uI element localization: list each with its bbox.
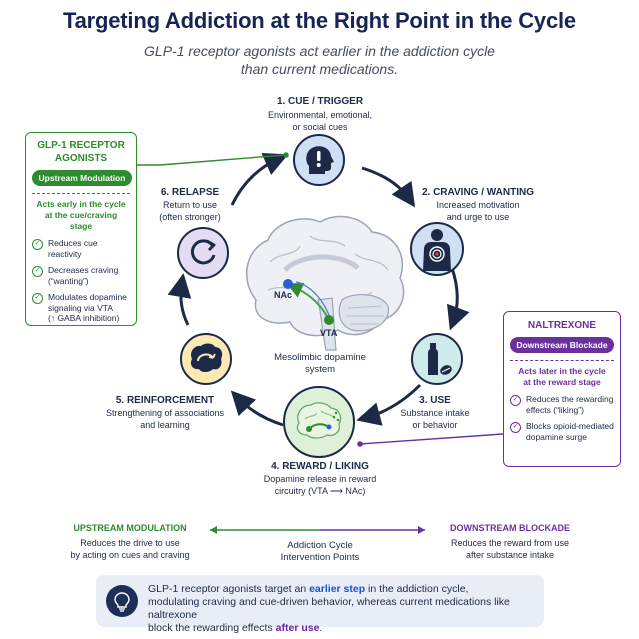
stage-reinforcement-desc: Strengthening of associations and learni… [105, 408, 225, 430]
summary-text: GLP-1 receptor agonists target an earlie… [148, 583, 510, 634]
downstream-desc: Reduces the reward from use after substa… [450, 538, 570, 560]
naltrexone-panel: NALTREXONE Downstream Blockade Acts late… [503, 311, 621, 467]
arrow-relapse-to-cue [230, 153, 289, 206]
spectrum-arrow [210, 526, 425, 534]
check-icon: ✓ [32, 293, 43, 304]
page-title: Targeting Addiction at the Right Point i… [63, 8, 576, 33]
page-subtitle: GLP-1 receptor agonists act earlier in t… [144, 43, 495, 77]
summary-note: GLP-1 receptor agonists target an earlie… [96, 575, 544, 634]
upstream-label: UPSTREAM MODULATION [73, 523, 187, 533]
brain-reward-icon [296, 402, 342, 439]
stage-craving-node [410, 222, 464, 276]
arrow-reinforcement-to-relapse [167, 273, 192, 326]
lightbulb-icon [106, 585, 138, 617]
brain-caption: Mesolimbic dopamine system [274, 352, 366, 375]
glp1-item: ✓ Decreases craving(“wanting”) [32, 265, 130, 286]
check-icon: ✓ [32, 239, 43, 250]
stage-relapse-title: 6. RELAPSE [160, 187, 220, 198]
naltrexone-panel-title: NALTREXONE [527, 320, 597, 331]
upstream-desc: Reduces the drive to use by acting on cu… [70, 538, 190, 560]
glp1-item: ✓ Reduces cue reactivity [32, 238, 130, 259]
stage-craving-desc: Increased motivation and urge to use [436, 200, 520, 222]
cycle-center-label: Addiction Cycle Intervention Points [280, 540, 360, 563]
stage-cue-title: 1. CUE / TRIGGER [276, 96, 364, 107]
glp1-panel-title: GLP-1 RECEPTOR AGONISTS [37, 140, 125, 164]
naltrexone-pill: Downstream Blockade [510, 337, 614, 353]
downstream-label: DOWNSTREAM BLOCKADE [450, 523, 570, 533]
arrow-cue-to-craving [361, 166, 416, 208]
stage-cue-desc: Environmental, emotional, or social cues [267, 110, 373, 132]
vta-label: VTA [320, 328, 338, 338]
arrow-reward-to-reinforcement [230, 390, 284, 427]
nac-label: NAc [274, 290, 293, 300]
stage-use-title: 3. USE [419, 395, 451, 406]
glp1-panel-subtitle: Acts early in the cycle at the cue/cravi… [36, 199, 126, 231]
naltrexone-connector [359, 433, 504, 445]
glp1-connector [137, 154, 286, 166]
circular-arrow-icon [190, 239, 216, 265]
naltrexone-panel-subtitle: Acts later in the cycle at the reward st… [518, 366, 606, 387]
head-exclamation-icon [306, 146, 334, 174]
glp1-pill: Upstream Modulation [32, 170, 132, 186]
brain-illustration [245, 215, 405, 351]
body-target-icon [423, 229, 451, 271]
stage-reward-title: 4. REWARD / LIKING [271, 461, 369, 472]
check-icon: ✓ [32, 266, 43, 277]
stage-use-node [411, 333, 463, 385]
stage-cue-node [293, 134, 345, 186]
check-icon: ✓ [510, 422, 521, 433]
stage-relapse-node [177, 227, 229, 279]
stage-craving-title: 2. CRAVING / WANTING [421, 187, 535, 198]
check-icon: ✓ [510, 395, 521, 406]
bottle-pill-icon [428, 343, 452, 375]
stage-reinforcement-node [180, 333, 232, 385]
arrow-use-to-reward [356, 383, 422, 426]
arrow-craving-to-use [447, 267, 470, 331]
stage-reward-desc: Dopamine release in reward circuitry (VT… [263, 474, 377, 496]
brain-loop-icon [190, 343, 223, 372]
stage-reinforcement-title: 5. REINFORCEMENT [115, 395, 215, 406]
stage-relapse-desc: Return to use (often stronger) [159, 200, 221, 222]
stage-use-desc: Substance intake or behavior [400, 408, 470, 430]
stage-reward-node [283, 386, 355, 458]
glp1-panel: GLP-1 RECEPTOR AGONISTS Upstream Modulat… [25, 132, 137, 326]
